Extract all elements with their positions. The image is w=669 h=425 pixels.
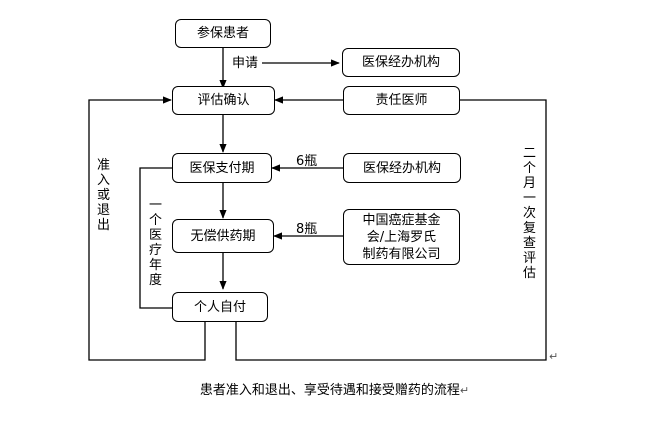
- node-label: 医保经办机构: [362, 160, 441, 176]
- loop-two-month-review: [235, 99, 547, 361]
- paragraph-mark: ↵: [549, 350, 559, 363]
- node-label: 医保支付期: [189, 160, 255, 176]
- node-label: 责任医师: [375, 93, 428, 108]
- node-self-pay: 个人自付: [172, 292, 268, 322]
- node-label: 评估确认: [197, 93, 250, 108]
- edge-label-eight-bottles: 8瓶: [296, 222, 318, 237]
- caption-paragraph-mark: ↵: [459, 384, 470, 397]
- node-free-supply-period: 无偿供药期: [172, 219, 274, 253]
- node-label: 参保患者: [196, 26, 249, 41]
- node-label: 个人自付: [193, 299, 246, 315]
- node-label: 医保经办机构: [361, 55, 440, 70]
- figure-caption: 患者准入和退出、享受待遇和接受赠药的流程↵: [0, 379, 669, 398]
- edge-label-one-medical-year: 一个医疗年度: [148, 198, 162, 288]
- node-label: 无偿供药期: [190, 228, 256, 244]
- node-insurance-agency-mid: 医保经办机构: [343, 153, 461, 183]
- node-label: 中国癌症基金 会/上海罗氏 制药有限公司: [362, 212, 441, 262]
- node-insured-patient: 参保患者: [175, 19, 271, 48]
- edge-label-admission-exit: 准入或退出: [96, 158, 110, 233]
- loop-admission-exit: [88, 96, 206, 361]
- node-evaluation-confirm: 评估确认: [172, 86, 275, 115]
- edge-label-six-bottles: 6瓶: [296, 154, 318, 169]
- edge-label-apply: 申请: [232, 56, 259, 71]
- bracket-one-medical-year: [139, 167, 172, 309]
- node-insurance-agency-top: 医保经办机构: [342, 48, 460, 77]
- node-responsible-physician: 责任医师: [343, 86, 460, 115]
- node-insurance-payment-period: 医保支付期: [172, 153, 272, 183]
- node-foundation: 中国癌症基金 会/上海罗氏 制药有限公司: [343, 209, 460, 265]
- caption-text: 患者准入和退出、享受待遇和接受赠药的流程: [199, 383, 460, 398]
- edge-label-two-month-review: 二个月一次复查评估: [522, 146, 536, 281]
